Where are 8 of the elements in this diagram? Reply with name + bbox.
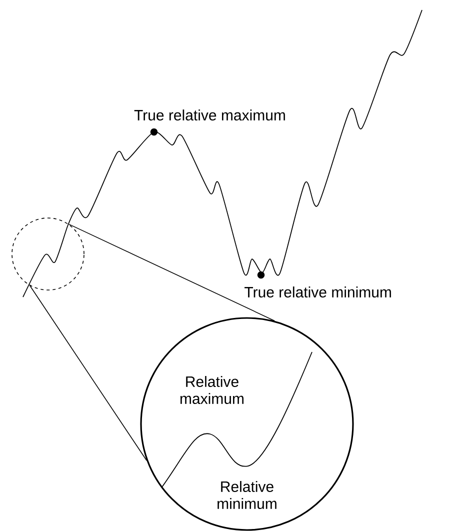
zoom-line bbox=[68, 224, 276, 322]
zoom-label: Relative maximum bbox=[180, 376, 244, 404]
point-label: True relative minimum bbox=[244, 286, 391, 298]
magnifier-circle bbox=[140, 317, 354, 531]
dashed-circle bbox=[12, 218, 84, 290]
zoom-line bbox=[29, 285, 148, 461]
zoom-label: Relative minimum bbox=[218, 481, 276, 509]
point-label: True relative maximum bbox=[134, 110, 285, 120]
